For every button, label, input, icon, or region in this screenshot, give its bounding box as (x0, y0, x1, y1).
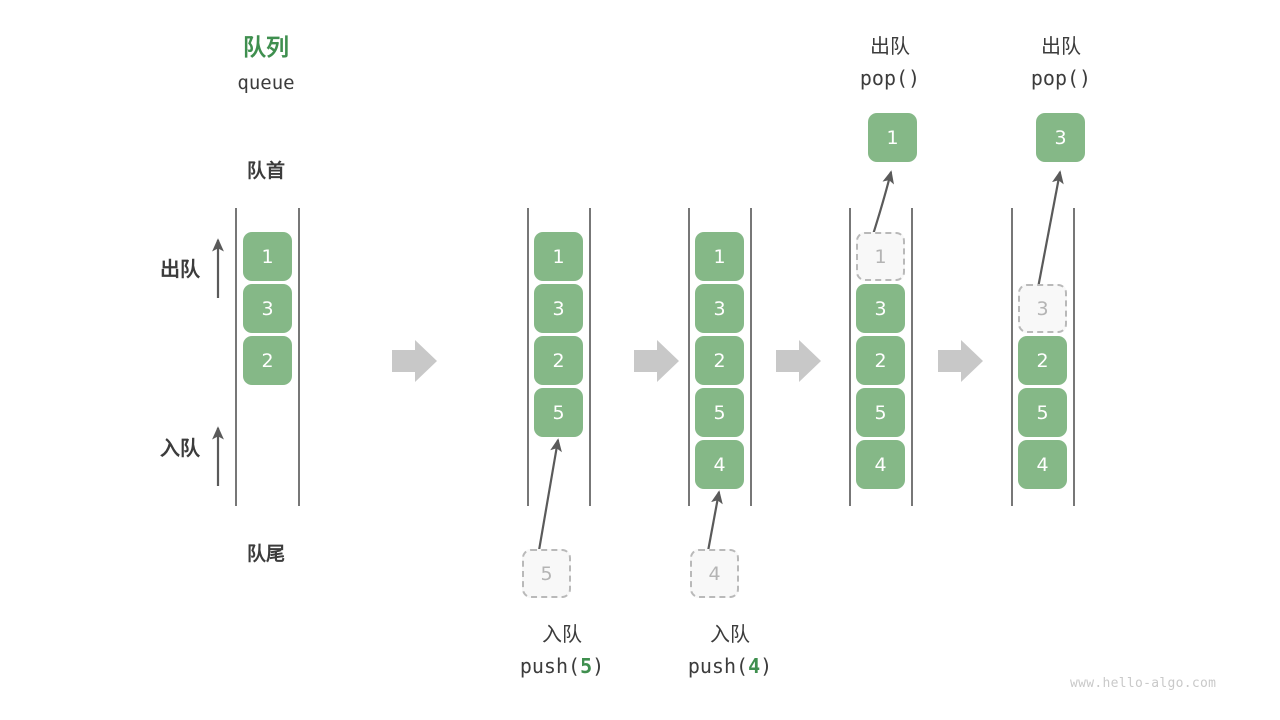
push-5-code-post: ) (592, 654, 605, 678)
queue-cell: 1 (243, 232, 292, 281)
page-title: 队列 (243, 35, 289, 61)
queue-cell: 2 (1018, 336, 1067, 385)
queue-cell: 1 (695, 232, 744, 281)
queue-cell: 3 (856, 284, 905, 333)
step-arrow-2 (634, 340, 679, 382)
push-4-op-code: push(4) (671, 653, 789, 681)
push-5-code-pre: push( (519, 654, 581, 678)
queue-cell: 2 (695, 336, 744, 385)
queue-cell: 2 (243, 336, 292, 385)
enqueue-label: 入队 (160, 436, 200, 460)
pop-2-op-label: 出队 (1041, 34, 1081, 58)
push-5-arrow (535, 438, 562, 563)
queue-cell: 3 (243, 284, 292, 333)
queue-cell: 2 (856, 336, 905, 385)
step-arrow-3 (776, 340, 821, 382)
push-4-code-arg: 4 (748, 654, 761, 678)
popped-element: 1 (868, 113, 917, 162)
step-arrow-4 (938, 340, 983, 382)
pop-1-op-code: pop() (859, 66, 921, 90)
pop-1-op-label: 出队 (870, 34, 910, 58)
push-5-op-label: 入队 (542, 622, 582, 646)
queue-cell: 4 (695, 440, 744, 489)
pop-1-arrow (870, 170, 894, 239)
incoming-element: 5 (522, 549, 571, 598)
queue-cell: 1 (534, 232, 583, 281)
queue-cell: 5 (1018, 388, 1067, 437)
queue-cell: 3 (695, 284, 744, 333)
push-4-code-post: ) (760, 654, 773, 678)
queue-cell-removed: 1 (856, 232, 905, 281)
push-5-code-arg: 5 (580, 654, 593, 678)
incoming-element: 4 (690, 549, 739, 598)
queue-cell: 4 (1018, 440, 1067, 489)
pop-2-op-code: pop() (1030, 66, 1092, 90)
queue-cell: 4 (856, 440, 905, 489)
queue-cell: 2 (534, 336, 583, 385)
rear-label: 队尾 (246, 543, 285, 565)
popped-element: 3 (1036, 113, 1085, 162)
queue-cell-removed: 3 (1018, 284, 1067, 333)
queue-cell: 5 (856, 388, 905, 437)
pop-3-arrow (1036, 170, 1064, 289)
dequeue-label: 出队 (160, 257, 200, 281)
push-5-op-code: push(5) (503, 653, 621, 681)
queue-cell: 3 (534, 284, 583, 333)
watermark: www.hello-algo.com (1070, 676, 1217, 691)
queue-cell: 5 (695, 388, 744, 437)
step-arrow-1 (392, 340, 437, 382)
push-4-code-pre: push( (687, 654, 749, 678)
queue-cell: 5 (534, 388, 583, 437)
front-label: 队首 (246, 160, 285, 182)
push-4-op-label: 入队 (710, 622, 750, 646)
page-subtitle: queue (237, 72, 295, 94)
